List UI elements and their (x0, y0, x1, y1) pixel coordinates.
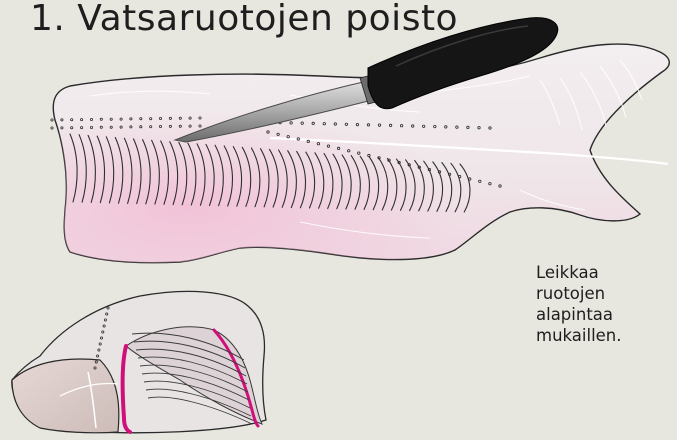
diagram-title: 1. Vatsaruotojen poisto (30, 0, 458, 39)
fillet-cross-section-illustration (12, 291, 266, 432)
caption-line-4: mukaillen. (536, 325, 656, 346)
caption-line-3: alapintaa (536, 304, 656, 325)
caption-line-2: ruotojen (536, 283, 656, 304)
fish-fillet (51, 44, 669, 263)
section-cut-face (12, 359, 119, 433)
pin-bone-dot (51, 119, 53, 121)
caption-line-1: Leikkaa (536, 262, 656, 283)
pin-bone-dot (51, 127, 53, 129)
instruction-caption: Leikkaa ruotojen alapintaa mukaillen. (536, 262, 656, 346)
